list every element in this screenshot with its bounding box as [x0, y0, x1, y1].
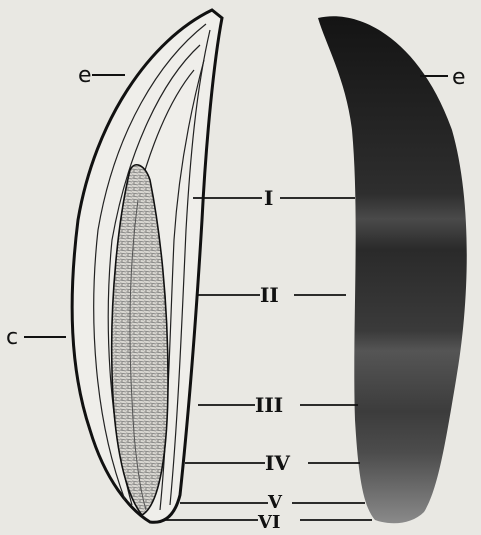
zone-3-label: III: [255, 393, 283, 417]
right-label-e: e: [452, 65, 466, 90]
left-label-e: e: [78, 63, 92, 88]
zone-4-label: IV: [265, 451, 290, 475]
zone-2-label: II: [260, 283, 279, 307]
tooth-photo: [318, 16, 467, 523]
section-drawing: [72, 10, 222, 522]
zone-5-label: V: [267, 492, 283, 513]
zone-1-label: I: [264, 186, 273, 210]
zone-6-label: VI: [257, 512, 280, 533]
left-label-c: c: [6, 325, 18, 350]
photo-panel: [318, 16, 467, 523]
